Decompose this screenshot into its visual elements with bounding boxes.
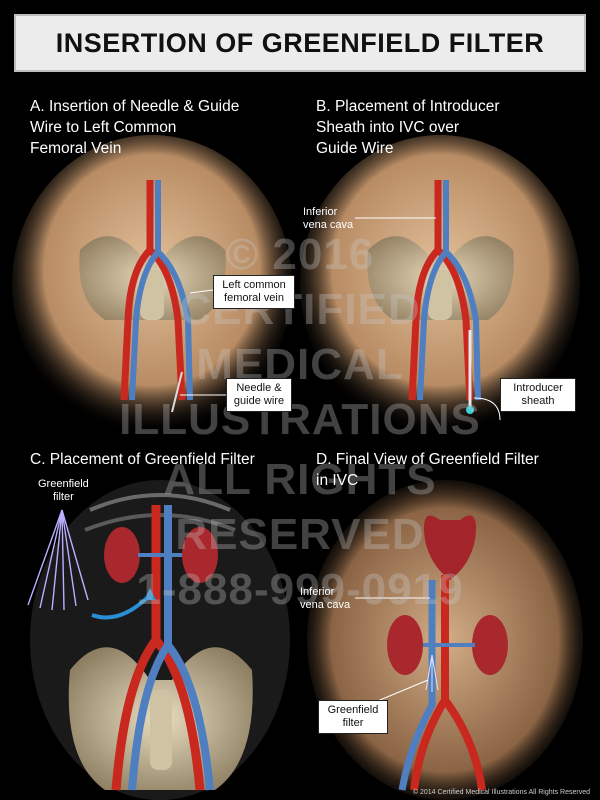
label-greenfield-filter-c: Greenfield filter (38, 478, 89, 503)
panel-a-needle (171, 371, 183, 413)
copyright-notice: © 2014 Certified Medical Illustrations A… (412, 789, 590, 796)
callout-introducer-sheath: Introducer sheath (500, 378, 576, 412)
panel-c-illustration (27, 480, 290, 800)
callout-needle-guide-wire: Needle & guide wire (226, 378, 292, 412)
label-inferior-vena-cava-d: Inferior vena cava (300, 586, 351, 611)
panel-d-illustration (307, 480, 583, 800)
panel-d-right-kidney (387, 615, 423, 675)
panel-b-sacrum (428, 270, 452, 320)
panel-c-left-iliac-vein (164, 642, 214, 791)
panel-d-filter-icon (425, 654, 439, 692)
callout-greenfield-filter-d: Greenfield filter (318, 700, 388, 734)
panel-c-label: C. Placement of Greenfield Filter (30, 451, 255, 468)
panel-c-ivc (128, 505, 172, 791)
panel-c-left-kidney (182, 527, 218, 583)
panel-b-leader-sheath (473, 397, 501, 421)
panel-b-left-vein (443, 249, 481, 401)
callout-left-common-femoral-vein: Left common femoral vein (213, 275, 295, 309)
panel-a-left-vein (155, 249, 193, 401)
panel-c-rib-1 (89, 493, 231, 512)
panel-c-right-kidney (104, 527, 140, 583)
panel-a-sacrum (140, 270, 164, 320)
panel-d-left-iliac-artery (441, 697, 486, 791)
panel-c-arrow-head-icon (144, 588, 156, 600)
panel-b-sheath-hub (466, 406, 474, 414)
panel-c-aorta (111, 505, 161, 791)
title-bar: INSERTION OF GREENFIELD FILTER (14, 14, 586, 72)
panel-c-arrow (91, 593, 152, 620)
panel-c-sacrum (150, 690, 172, 770)
panel-d-left-kidney (472, 615, 508, 675)
page-title: INSERTION OF GREENFIELD FILTER (55, 27, 545, 58)
panel-d-label: D. Final View of Greenfield Filter in IV… (316, 451, 539, 489)
panel-d-ivc (398, 580, 436, 791)
panel-a-label: A. Insertion of Needle & Guide Wire to L… (30, 98, 240, 157)
panel-a-illustration (12, 135, 292, 435)
greenfield-filter-icon (27, 509, 89, 611)
panel-d-heart-icon (424, 515, 476, 580)
panel-b-label: B. Placement of Introducer Sheath into I… (316, 98, 500, 157)
label-inferior-vena-cava-b: Inferior vena cava (303, 206, 354, 231)
panel-b-illustration (300, 135, 580, 435)
panel-a-leader-vein (189, 289, 214, 294)
